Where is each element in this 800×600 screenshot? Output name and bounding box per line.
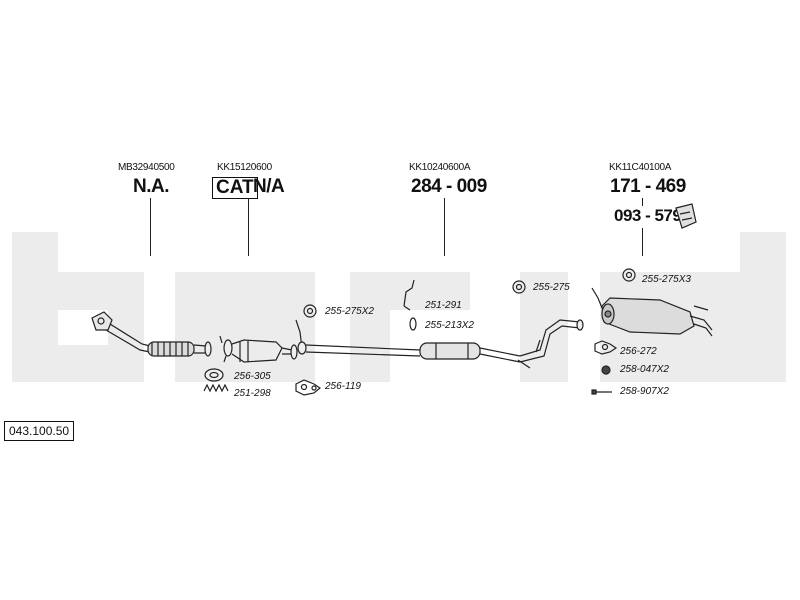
part-number-front-pipe: N.A. <box>133 176 170 197</box>
rubber-mount-icon-1 <box>303 304 317 318</box>
front-pipe-icon <box>91 311 212 357</box>
ref-label-rubber-mount-front: 255-275X2 <box>325 306 374 317</box>
part-code-catalyst: KK15120600 <box>217 162 272 173</box>
gasket-icon-1 <box>594 340 618 355</box>
leader-line-rear-silencer-lower <box>642 228 643 256</box>
catalyst-badge: CAT <box>212 177 258 199</box>
part-number-mounting-kit: 093 - 579 <box>614 206 682 225</box>
ref-label-bolt: 258-907X2 <box>620 386 669 397</box>
ref-label-hanger: 251-291 <box>425 300 462 311</box>
spring-icon <box>203 383 229 393</box>
nut-icon <box>601 365 611 375</box>
part-code-middle-pipe: KK10240600A <box>409 162 471 173</box>
rubber-mount-icon-2 <box>512 280 526 294</box>
ref-label-rubber-mount-rear: 255-275X3 <box>642 274 691 285</box>
gasket-icon-2 <box>295 379 322 396</box>
ref-label-rubber-ring: 255-213X2 <box>425 320 474 331</box>
leader-line-catalyst <box>248 198 249 256</box>
leader-line-rear-silencer <box>642 198 643 206</box>
catalyst-icon <box>219 335 298 363</box>
part-code-rear-silencer: KK11C40100A <box>609 162 672 173</box>
ref-label-nut: 258-047X2 <box>620 364 669 375</box>
part-number-catalyst: N/A <box>253 176 285 197</box>
diagram-id-label: 043.100.50 <box>4 421 75 441</box>
part-number-rear-silencer: 171 - 469 <box>610 176 686 197</box>
ref-label-spring: 251-298 <box>234 388 271 399</box>
leader-line-middle-pipe <box>444 198 445 256</box>
rubber-mount-icon-3 <box>622 268 636 282</box>
part-number-middle-pipe: 284 - 009 <box>411 176 487 197</box>
mounting-bracket-icon <box>675 203 697 229</box>
hanger-icon <box>403 279 415 311</box>
middle-pipe-icon <box>295 319 584 369</box>
rubber-ring-icon <box>409 317 417 331</box>
ref-label-clamp-ring: 256-305 <box>234 371 271 382</box>
ref-label-gasket-rear: 256-272 <box>620 346 657 357</box>
leader-line-front-pipe <box>150 198 151 256</box>
rear-silencer-icon <box>591 287 713 337</box>
clamp-ring-icon <box>204 368 224 382</box>
part-code-front-pipe: MB32940500 <box>118 162 175 173</box>
bolt-icon <box>591 389 612 395</box>
ref-label-gasket-front: 256-119 <box>325 381 361 392</box>
ref-label-rubber-mount-middle: 255-275 <box>533 282 570 293</box>
